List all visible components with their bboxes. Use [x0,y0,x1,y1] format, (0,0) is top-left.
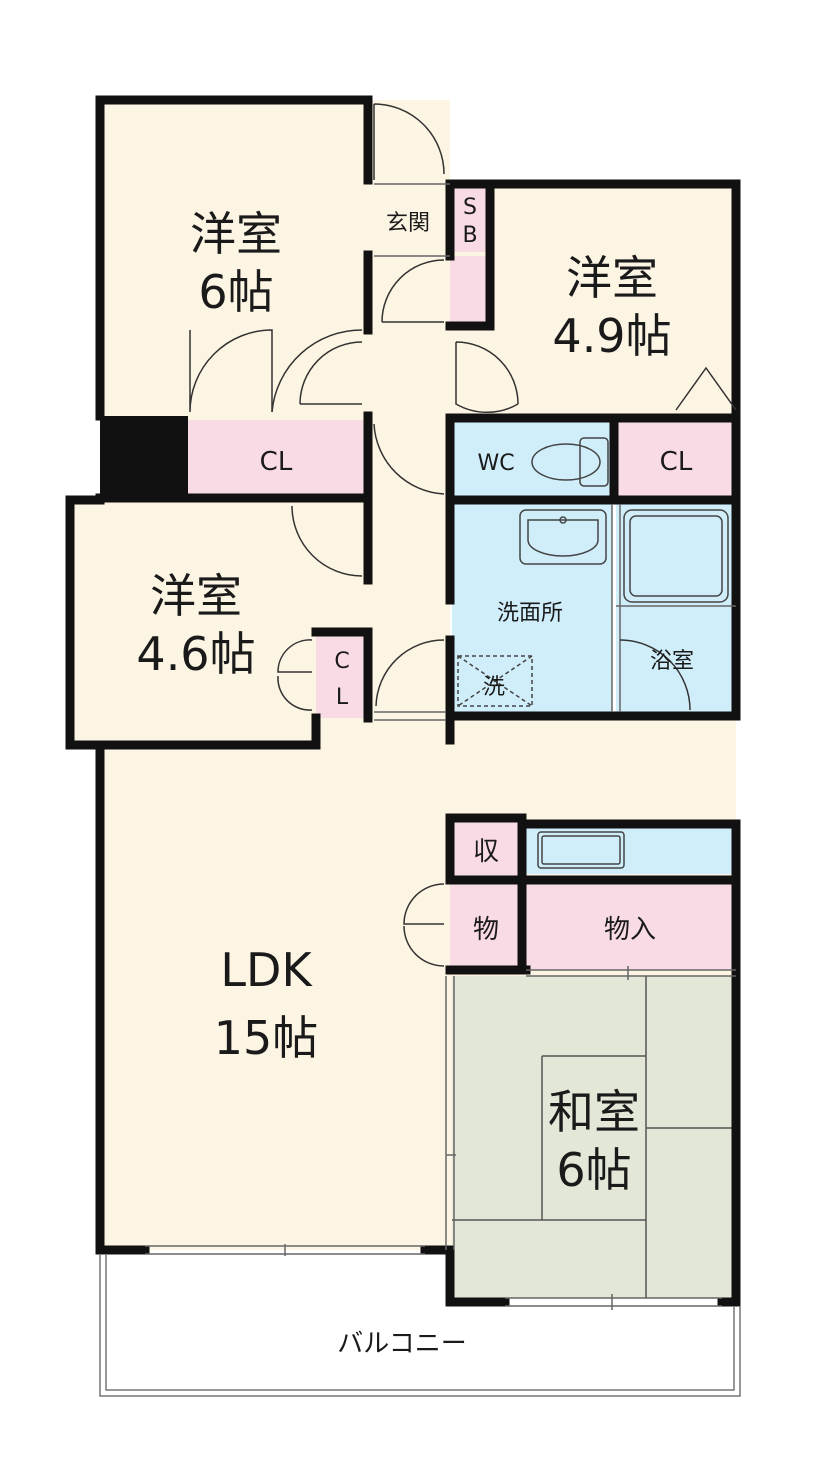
japanese-room [452,976,736,1298]
western3-name: 洋室 [150,569,242,623]
room-fills [70,100,736,1298]
western2-size: 4.9帖 [552,309,671,363]
walls [65,95,741,1307]
bath-label: 浴室 [650,649,694,674]
bathtub-icon [623,509,729,603]
japanese-name: 和室 [548,1085,640,1139]
washer-label: 洗 [483,675,505,700]
closet-1 [188,420,368,498]
western-room-2 [450,184,736,420]
ldk-name: LDK [220,943,313,997]
storage3-label: 物入 [604,915,656,945]
wc-label: WC [477,451,514,476]
shoebox-s: S [463,195,477,220]
washer-pan-icon [457,655,533,707]
pillar [100,416,188,498]
storage-2 [450,884,522,970]
storage1-label: 収 [473,837,499,867]
storage-3 [526,884,736,970]
closet3-c: C [334,649,349,674]
western2-name: 洋室 [566,251,658,305]
tatami-lines [452,976,736,1298]
japanese-size: 6帖 [556,1143,631,1197]
closet1-label: CL [260,447,293,477]
storage2-label: 物 [473,915,499,945]
hallway [368,100,450,720]
doors [189,103,737,967]
kitchen-sink-icon [537,831,625,869]
shoebox-lower [450,256,490,326]
washroom-label: 洗面所 [497,601,563,626]
balcony-label: バルコニー [337,1329,466,1359]
closet-3 [316,632,368,718]
labels: 洋室 6帖 洋室 4.9帖 洋室 4.6帖 LDK 15帖 和室 6帖 玄関 S… [136,195,694,1359]
closet-2 [616,420,736,498]
ldk-size: 15帖 [214,1011,319,1065]
western-room-1 [100,100,368,420]
fixtures [457,437,729,869]
shoebox-b: B [462,223,477,248]
closet3-l: L [336,685,349,710]
closet2-label: CL [660,447,693,477]
western3-size: 4.6帖 [136,627,255,681]
toilet-icon [531,437,609,487]
entrance-label: 玄関 [386,211,430,236]
storage-1 [450,818,522,878]
western1-size: 6帖 [198,265,273,319]
kitchen-counter [526,828,736,874]
western1-name: 洋室 [190,207,282,261]
bathroom [616,502,736,712]
balcony [99,1254,741,1397]
thin-lines [145,183,736,1310]
sink-icon [519,509,607,565]
shoebox [452,184,490,252]
